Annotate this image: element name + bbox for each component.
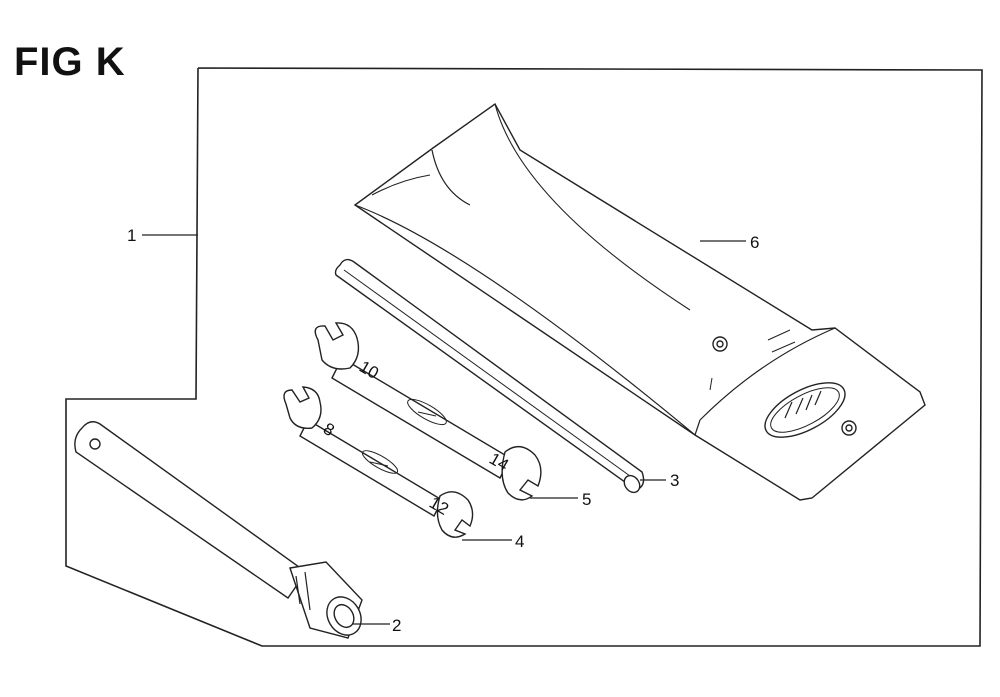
tommy-bar-icon <box>334 258 645 494</box>
figure-title: FIG K <box>14 40 126 84</box>
open-end-wrench-icon: 8 12 <box>283 386 474 538</box>
spark-plug-socket-wrench-icon <box>74 421 363 639</box>
callout-5: 5 <box>582 490 591 509</box>
tool-bag-icon <box>353 102 926 501</box>
callout-2: 2 <box>392 616 401 635</box>
tool-kit-frame <box>65 67 983 647</box>
callout-4: 4 <box>515 532 524 551</box>
open-end-wrench-icon: 10 14 <box>314 322 542 501</box>
callout-3: 3 <box>670 471 679 490</box>
callout-1: 1 <box>127 226 136 245</box>
callout-6: 6 <box>750 233 759 252</box>
